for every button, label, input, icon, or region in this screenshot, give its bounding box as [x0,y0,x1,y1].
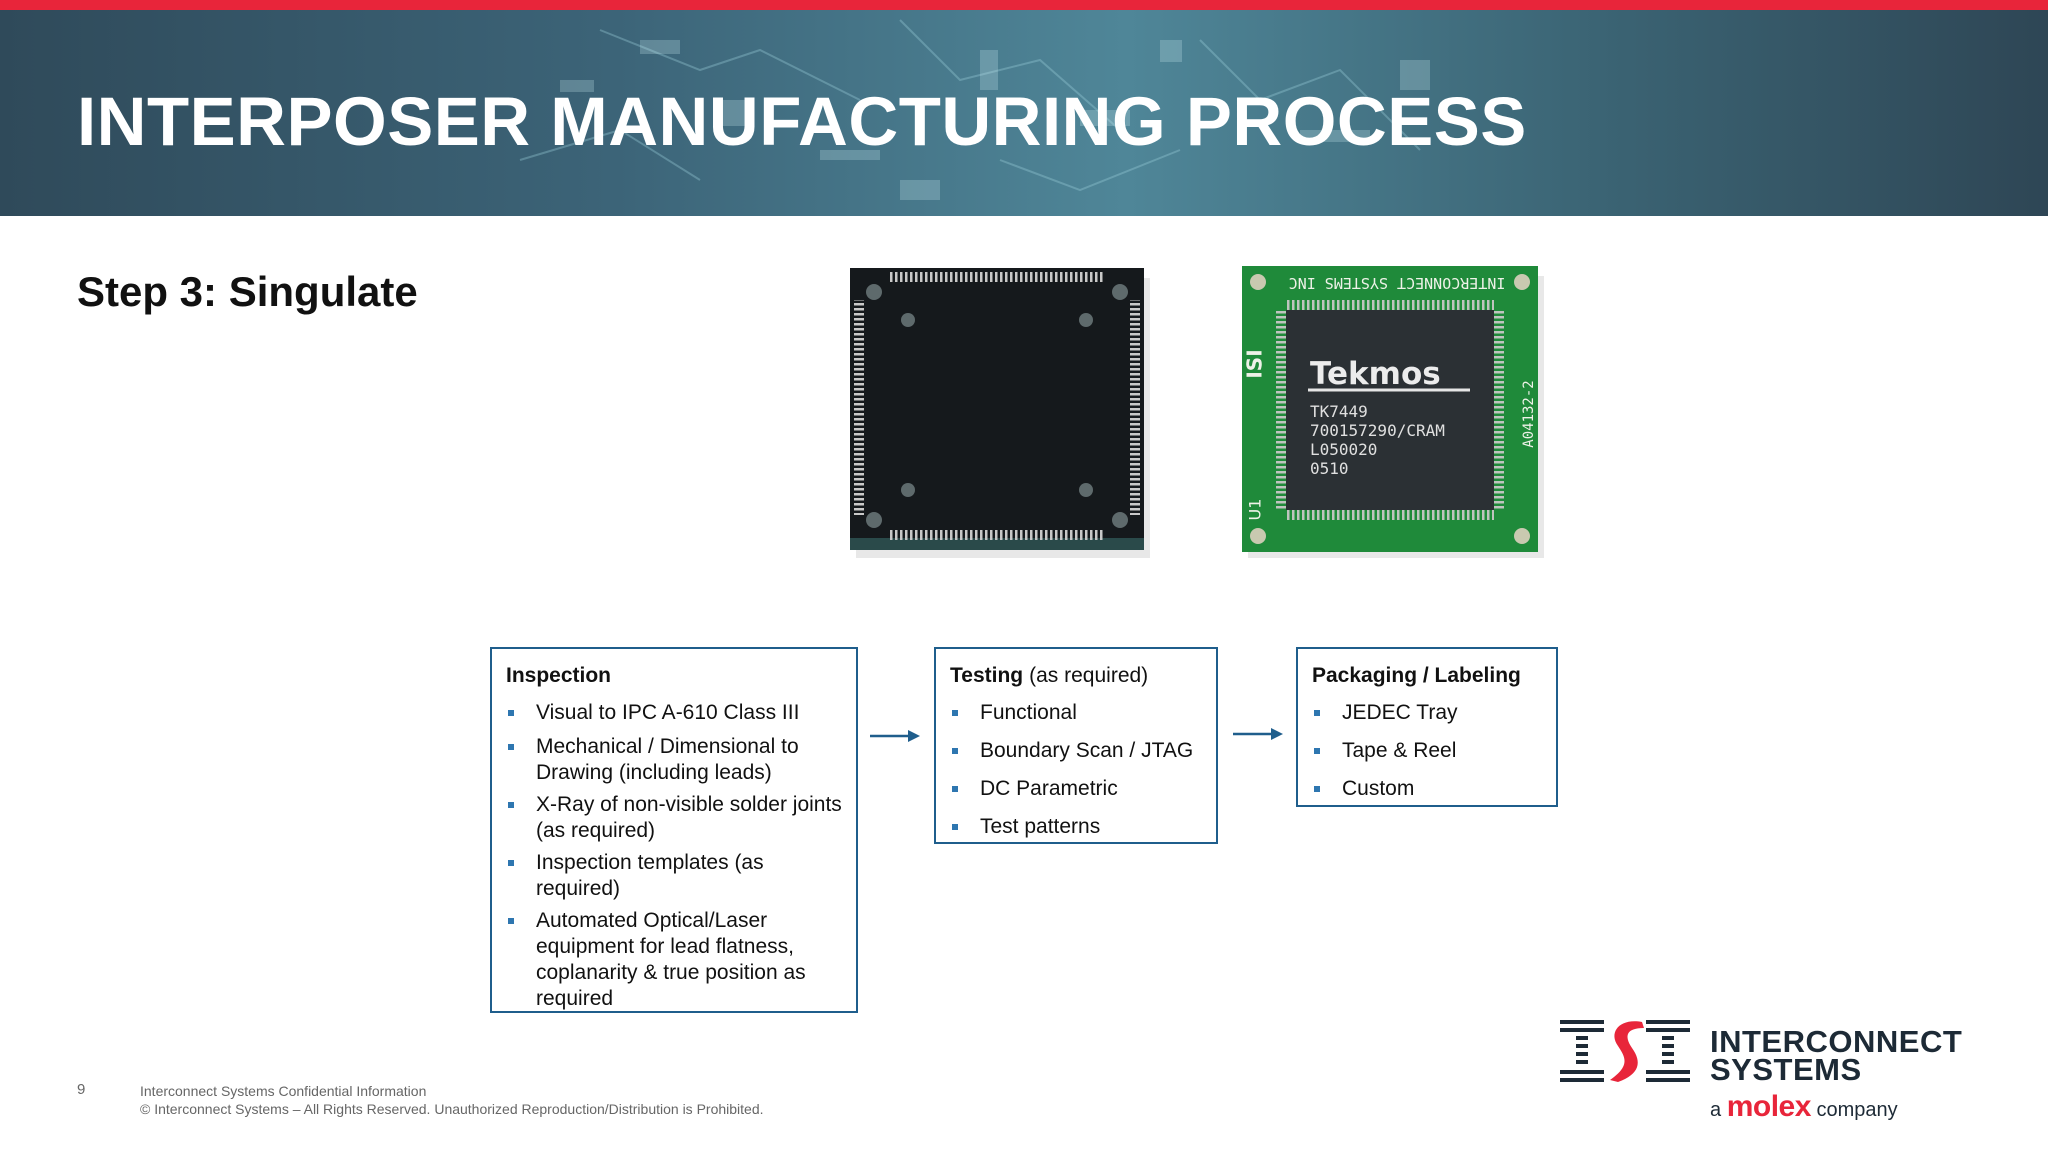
packaging-list: JEDEC Tray Tape & Reel Custom [1312,700,1542,802]
chip-brand: Tekmos [1310,356,1441,392]
arrow-right-icon [1233,728,1283,740]
list-item: Functional [950,700,1202,726]
logo-name-line2: SYSTEMS [1710,1052,1862,1087]
circuit-background-graphic [519,19,1430,200]
chip-topside-image: INTERCONNECT SYSTEMS INC Tekmos TK7449 7… [1242,266,1544,558]
list-item: X-Ray of non-visible solder joints (as r… [506,792,842,844]
chip-markings: TK7449 700157290/CRAM L050020 0510 [1310,402,1445,478]
inspection-box: Inspection Visual to IPC A-610 Class III… [490,647,858,1013]
chip-underside-image [850,268,1150,558]
packaging-title: Packaging / Labeling [1312,664,1521,687]
logo-tag-prefix: a [1710,1099,1722,1121]
chip-silkscreen-top: INTERCONNECT SYSTEMS INC [1288,274,1506,292]
packaging-box: Packaging / Labeling JEDEC Tray Tape & R… [1296,647,1558,807]
list-item: DC Parametric [950,776,1202,802]
chip-part-number: TK7449 [1310,402,1368,421]
logo-name-line1: INTERCONNECT [1710,1024,1963,1059]
list-item: Tape & Reel [1312,738,1542,764]
list-item: Visual to IPC A-610 Class III [506,700,842,726]
page-number: 9 [77,1081,86,1098]
list-item: Test patterns [950,814,1202,840]
inspection-title: Inspection [506,664,612,687]
list-item: Boundary Scan / JTAG [950,738,1202,764]
testing-box: Testing(as required) Functional Boundary… [934,647,1218,844]
list-item: Automated Optical/Laser equipment for le… [506,908,842,1012]
list-item: Custom [1312,776,1542,802]
page-title: INTERPOSER MANUFACTURING PROCESS [77,83,1527,160]
list-item: Mechanical / Dimensional to Drawing (inc… [506,734,842,786]
chip-lot-number: 700157290/CRAM [1310,421,1445,440]
chip-date-code: 0510 [1310,459,1349,478]
isi-logo-mark-icon [1560,1020,1690,1082]
chip-ref-designator: U1 [1245,498,1265,521]
logo-tagline: a molex company [1710,1090,1898,1124]
chip-side-code: A04132-2 [1521,380,1537,448]
list-item: Inspection templates (as required) [506,850,842,902]
testing-note: (as required) [1029,664,1149,687]
testing-title: Testing [950,664,1024,687]
testing-list: Functional Boundary Scan / JTAG DC Param… [950,700,1202,840]
company-logo: INTERCONNECT SYSTEMS a molex company [1560,1018,2000,1124]
header-banner: INTERPOSER MANUFACTURING PROCESS [0,10,2048,216]
footer-copyright: © Interconnect Systems – All Rights Rese… [140,1101,764,1117]
inspection-list: Visual to IPC A-610 Class III Mechanical… [506,700,842,1012]
chip-batch-code: L050020 [1310,440,1378,459]
logo-company-name: INTERCONNECT SYSTEMS [1710,1024,1963,1087]
footer-confidential: Interconnect Systems Confidential Inform… [140,1083,427,1099]
chip-isi-logo: ISI [1242,349,1267,379]
arrow-right-icon [870,730,920,742]
step-heading: Step 3: Singulate [77,268,418,315]
list-item: JEDEC Tray [1312,700,1542,726]
logo-molex-brand: molex [1726,1090,1812,1123]
top-accent-stripe [0,0,2048,10]
logo-tag-suffix: company [1816,1099,1898,1121]
